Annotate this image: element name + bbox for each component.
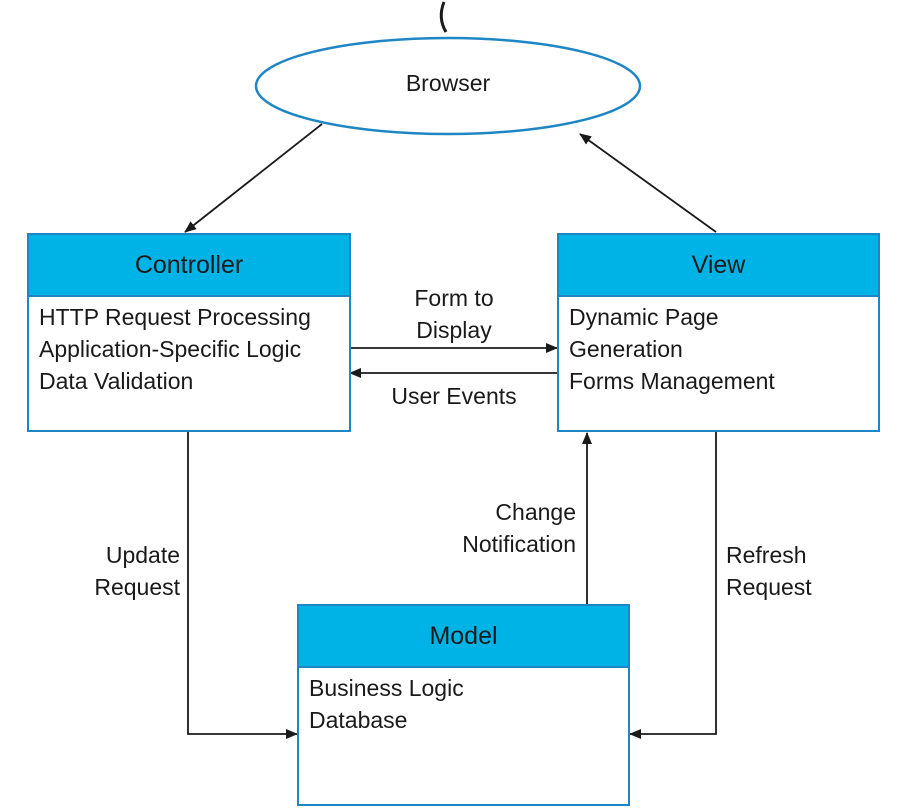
label-refresh-request: Refresh Request [726, 542, 812, 600]
controller-line: Data Validation [39, 368, 194, 394]
controller-line: Application-Specific Logic [39, 336, 302, 362]
controller-line: HTTP Request Processing [39, 304, 311, 330]
model-title: Model [299, 606, 628, 668]
model-body: Business Logic Database [299, 668, 628, 740]
browser-label: Browser [405, 70, 491, 96]
controller-box: Controller HTTP Request Processing Appli… [27, 233, 351, 432]
label-user-events: User Events [391, 383, 517, 409]
label-change-notification: Change Notification [462, 499, 576, 557]
view-line: Dynamic Page [569, 304, 719, 330]
view-line: Generation [569, 336, 683, 362]
model-line: Database [309, 707, 408, 733]
top-fragment [439, 1, 448, 33]
label-update-request: Update Request [94, 542, 180, 600]
arrow-view-to-browser [579, 133, 717, 233]
browser-node-shape [254, 36, 642, 136]
view-body: Dynamic Page Generation Forms Management [559, 297, 878, 401]
controller-title: Controller [29, 235, 349, 297]
view-line: Forms Management [569, 368, 775, 394]
view-title: View [559, 235, 878, 297]
view-box: View Dynamic Page Generation Forms Manag… [557, 233, 880, 432]
arrow-browser-to-controller [184, 123, 323, 233]
model-line: Business Logic [309, 675, 464, 701]
controller-body: HTTP Request Processing Application-Spec… [29, 297, 349, 401]
arrow-refresh-request [629, 432, 717, 739]
label-form-to-display: Form to Display [414, 285, 494, 343]
model-box: Model Business Logic Database [297, 604, 630, 806]
arrow-update-request [187, 432, 298, 739]
